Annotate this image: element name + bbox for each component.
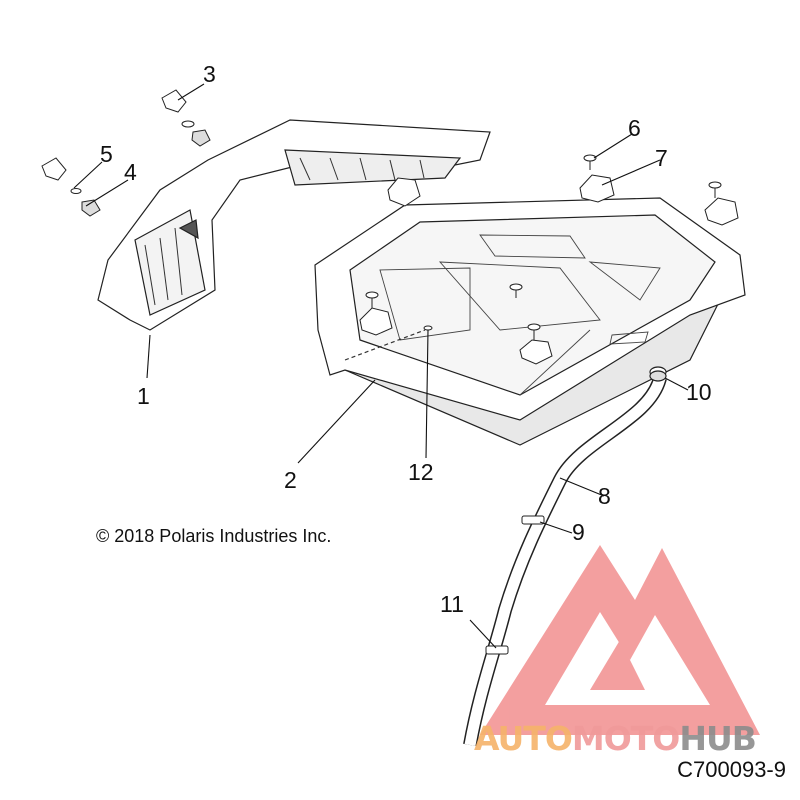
- callout-6: 6: [628, 115, 641, 141]
- callout-3: 3: [203, 61, 216, 87]
- watermark-auto: AUTO: [474, 719, 573, 758]
- callout-1: 1: [137, 383, 150, 409]
- callout-2: 2: [284, 467, 297, 493]
- part-3-fastener: [161, 89, 211, 147]
- leader-lines: [73, 83, 689, 649]
- callout-5: 5: [100, 141, 113, 167]
- part-2-tray: [314, 197, 746, 446]
- part-7-tie-downs: [359, 174, 739, 365]
- callout-8: 8: [598, 483, 611, 509]
- callout-4: 4: [124, 159, 137, 185]
- callout-9: 9: [572, 519, 585, 545]
- watermark-moto: MOTO: [571, 719, 680, 758]
- figure-id: C700093-9: [677, 757, 786, 782]
- watermark-text: AUTOMOTOHUB: [474, 719, 757, 758]
- part-11-clip: [485, 645, 509, 655]
- copyright-text: © 2018 Polaris Industries Inc.: [96, 526, 332, 546]
- part-10-grommet: [649, 366, 667, 382]
- part-8-hose: [463, 375, 667, 747]
- part-1-panel: [97, 119, 491, 331]
- watermark-hub: HUB: [679, 719, 757, 758]
- part-4-5-fastener: [41, 157, 101, 217]
- callout-7: 7: [655, 145, 668, 171]
- part-9-clip: [521, 515, 545, 525]
- callout-11: 11: [440, 591, 464, 617]
- callout-10: 10: [686, 379, 712, 405]
- callout-12: 12: [408, 459, 434, 485]
- watermark-logo-icon: [480, 545, 760, 735]
